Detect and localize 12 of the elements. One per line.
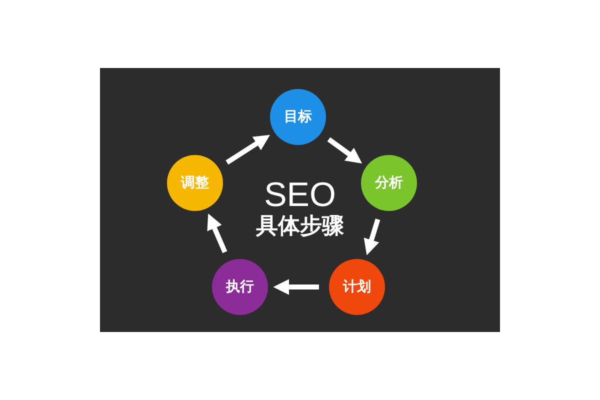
arrow	[327, 137, 362, 164]
arrow	[273, 279, 319, 295]
arrow	[226, 134, 270, 165]
step-label: 目标	[284, 108, 312, 126]
arrow	[364, 218, 380, 256]
arrow	[207, 213, 228, 254]
step-label: 计划	[343, 278, 371, 296]
center-subtitle: 具体步骤	[256, 214, 344, 240]
step-label: 执行	[226, 278, 254, 296]
step-label: 调整	[181, 174, 209, 192]
center-title: SEO	[264, 176, 336, 214]
step-label: 分析	[375, 174, 403, 192]
